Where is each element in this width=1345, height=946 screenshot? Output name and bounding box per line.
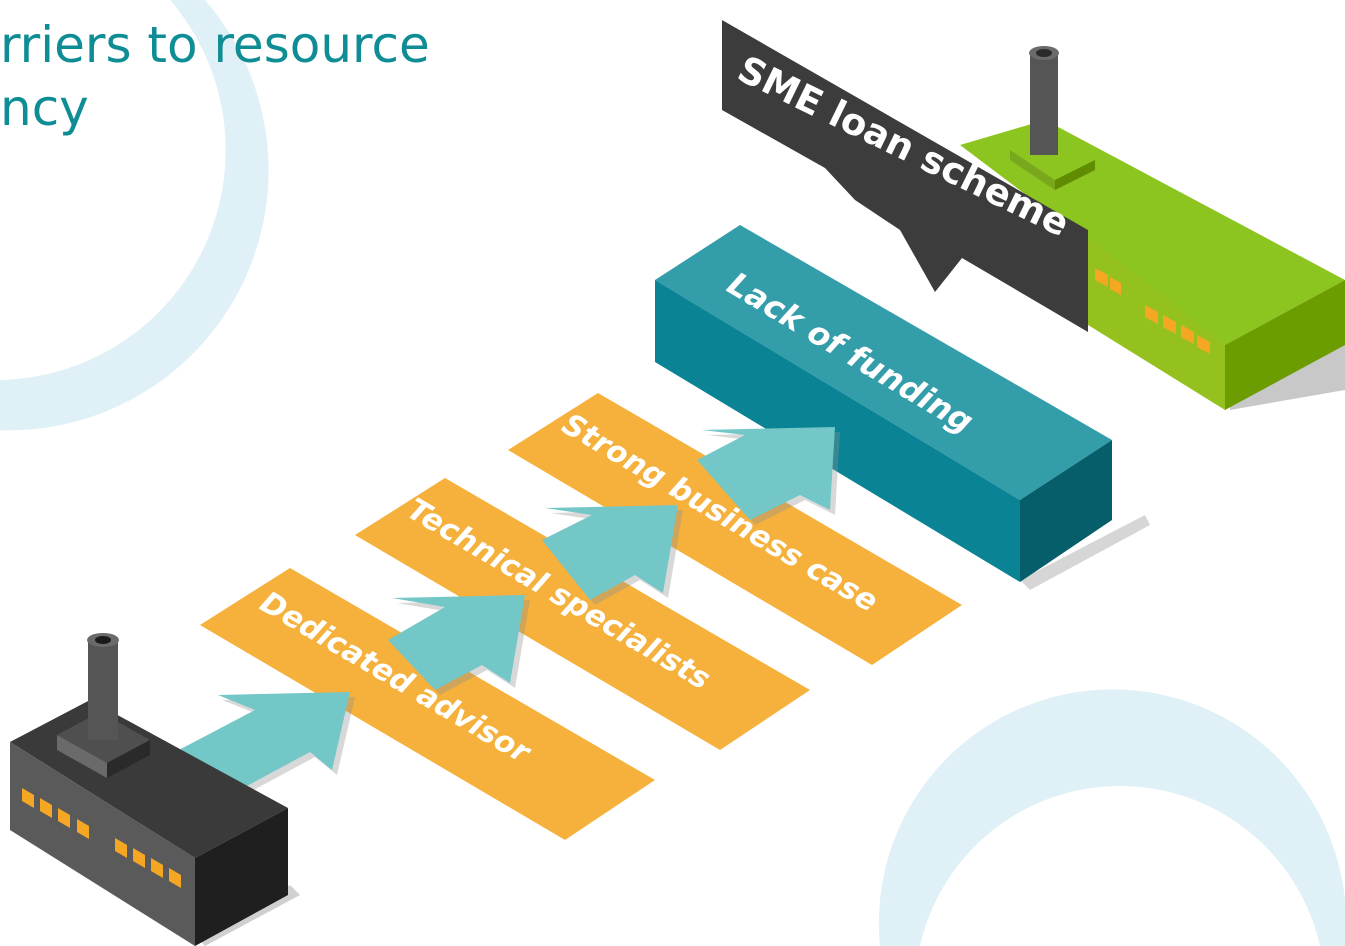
background-circle-left: [0, 0, 269, 431]
progress-arrows: [175, 427, 840, 800]
lack-of-funding-block: Lack of funding: [655, 225, 1150, 590]
page-heading-line-1: rriers to resource: [0, 16, 430, 74]
background-circle-bottom: [878, 689, 1345, 946]
chimney-icon: [88, 640, 118, 740]
page-heading-line-2: ncy: [0, 79, 89, 137]
green-factory: [960, 46, 1345, 410]
grey-factory: [10, 633, 300, 946]
factory-windows: [22, 788, 181, 888]
arrow-icon: [542, 505, 683, 605]
arrow-icon: [697, 427, 840, 525]
chimney-icon: [1030, 55, 1058, 155]
factory-windows: [1095, 268, 1210, 354]
arrow-icon: [388, 595, 530, 695]
strip-strong-business-case: [508, 393, 962, 665]
strip-dedicated-advisor: [200, 568, 655, 840]
strip-technical-specialists: [355, 478, 810, 750]
